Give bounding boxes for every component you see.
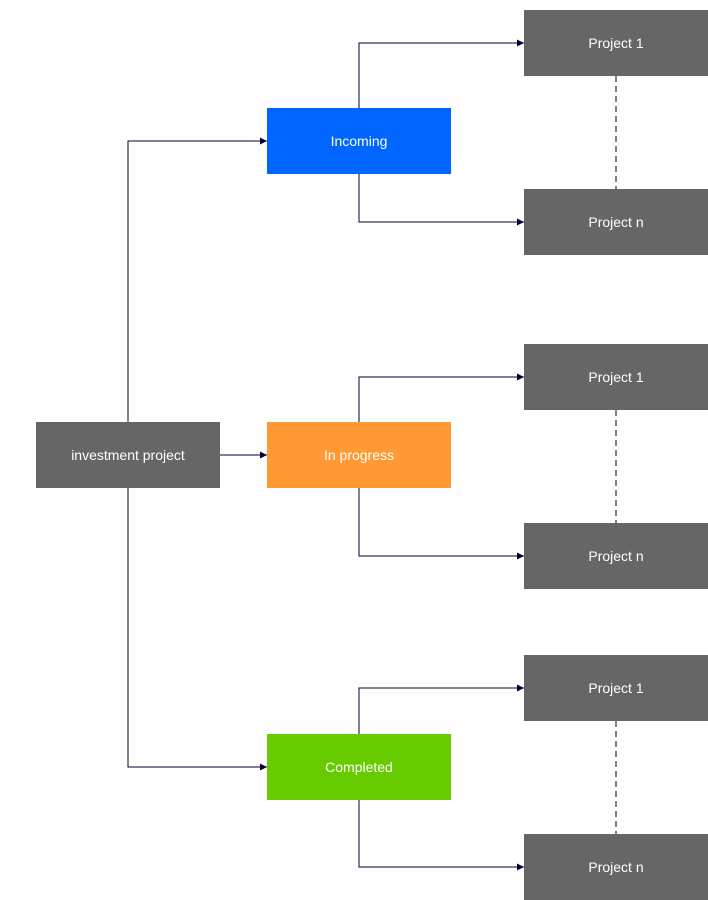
connector-incoming-to-project-n — [358, 174, 524, 226]
connector-completed-to-project-n — [358, 800, 524, 871]
stage-node-completed[interactable]: Completed — [267, 734, 451, 800]
project-node-label: Project n — [588, 214, 644, 230]
root-node-label: investment project — [71, 447, 185, 463]
project-node-completed-n[interactable]: Project n — [524, 834, 708, 900]
project-node-incoming-n[interactable]: Project n — [524, 189, 708, 255]
connector-root-to-completed — [127, 488, 267, 771]
project-node-incoming-1[interactable]: Project 1 — [524, 10, 708, 76]
project-node-in-progress-1[interactable]: Project 1 — [524, 344, 708, 410]
connector-completed-to-project-1 — [358, 684, 524, 734]
stage-node-incoming[interactable]: Incoming — [267, 108, 451, 174]
project-node-label: Project n — [588, 859, 644, 875]
project-node-label: Project 1 — [588, 369, 644, 385]
root-node[interactable]: investment project — [36, 422, 220, 488]
connector-in-progress-to-project-n — [358, 488, 524, 560]
project-node-label: Project 1 — [588, 35, 644, 51]
stage-node-label: Incoming — [330, 133, 388, 149]
connector-in-progress-to-project-1 — [358, 373, 524, 422]
project-node-label: Project 1 — [588, 680, 644, 696]
project-node-completed-1[interactable]: Project 1 — [524, 655, 708, 721]
project-node-in-progress-n[interactable]: Project n — [524, 523, 708, 589]
stage-node-in-progress[interactable]: In progress — [267, 422, 451, 488]
stage-node-label: Completed — [325, 759, 393, 775]
connector-root-to-incoming — [127, 137, 267, 422]
project-node-label: Project n — [588, 548, 644, 564]
connector-incoming-to-project-1 — [358, 39, 524, 108]
stage-node-label: In progress — [323, 447, 395, 463]
